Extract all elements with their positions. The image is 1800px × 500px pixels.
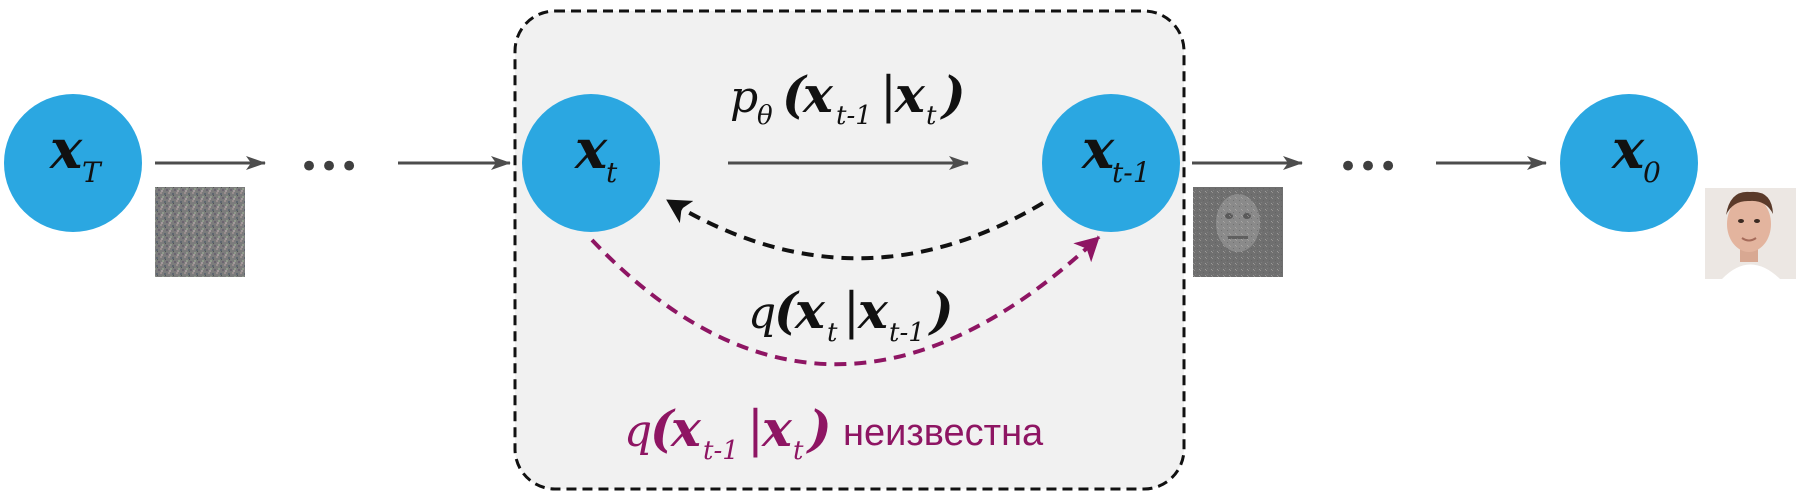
svg-text:x: x bbox=[857, 281, 889, 340]
svg-text:p: p bbox=[730, 72, 758, 123]
svg-text:|: | bbox=[747, 400, 764, 458]
clean-face-image bbox=[1705, 188, 1796, 279]
reverse-step-box bbox=[513, 9, 1186, 491]
svg-text:t-1: t-1 bbox=[889, 318, 925, 348]
svg-text:t-1: t-1 bbox=[703, 436, 739, 466]
curve-forward-process bbox=[590, 235, 1101, 367]
svg-text:(: ( bbox=[650, 399, 676, 458]
node-x-t-minus-1: x t-1 bbox=[1042, 94, 1180, 232]
svg-text:x: x bbox=[802, 65, 834, 124]
svg-text:t: t bbox=[827, 318, 838, 348]
pure-noise-image bbox=[155, 187, 245, 277]
node-x-t: x t bbox=[522, 94, 660, 232]
svg-text:t-1: t-1 bbox=[836, 101, 872, 131]
svg-text:): ) bbox=[940, 65, 966, 124]
svg-text:x: x bbox=[794, 281, 826, 340]
curve-true-posterior bbox=[665, 198, 1045, 261]
svg-text:x: x bbox=[761, 399, 793, 458]
svg-text:x: x bbox=[670, 399, 702, 458]
node-x-T: x T bbox=[4, 94, 142, 232]
svg-text:|: | bbox=[880, 66, 897, 124]
node-x-0: x 0 bbox=[1560, 94, 1698, 232]
node-x-0-subscript: 0 bbox=[1643, 156, 1661, 189]
svg-text:t: t bbox=[926, 101, 937, 131]
svg-text:): ) bbox=[806, 399, 832, 458]
svg-text:q: q bbox=[624, 406, 652, 457]
svg-text:t: t bbox=[793, 436, 804, 466]
node-x-t-minus-1-subscript: t-1 bbox=[1112, 156, 1151, 189]
svg-text:θ: θ bbox=[757, 101, 773, 131]
svg-text:x: x bbox=[894, 65, 926, 124]
node-x-T-subscript: T bbox=[82, 156, 103, 189]
node-x-t-subscript: t bbox=[606, 156, 618, 189]
ellipsis-left: ••• bbox=[299, 147, 359, 187]
node-x-t-label: x bbox=[574, 117, 608, 181]
svg-text:(: ( bbox=[774, 281, 800, 340]
p-theta-label: p θ ( x t-1 | x t ) bbox=[730, 65, 966, 131]
svg-text:(: ( bbox=[782, 65, 808, 124]
node-x-t-minus-1-label: x bbox=[1081, 117, 1115, 181]
svg-text:q: q bbox=[748, 288, 776, 339]
q-unknown-label: q ( x t-1 | x t ) неизвестна bbox=[624, 399, 1044, 466]
node-x-0-label: x bbox=[1611, 117, 1645, 181]
noisy-face-image bbox=[1193, 187, 1283, 277]
unknown-text: неизвестна bbox=[843, 412, 1044, 454]
node-x-T-label: x bbox=[49, 117, 83, 181]
svg-text:|: | bbox=[843, 282, 860, 340]
q-forward-label: q ( x t | x t-1 ) bbox=[748, 281, 954, 348]
ellipsis-right: ••• bbox=[1338, 147, 1398, 187]
svg-text:): ) bbox=[928, 281, 954, 340]
